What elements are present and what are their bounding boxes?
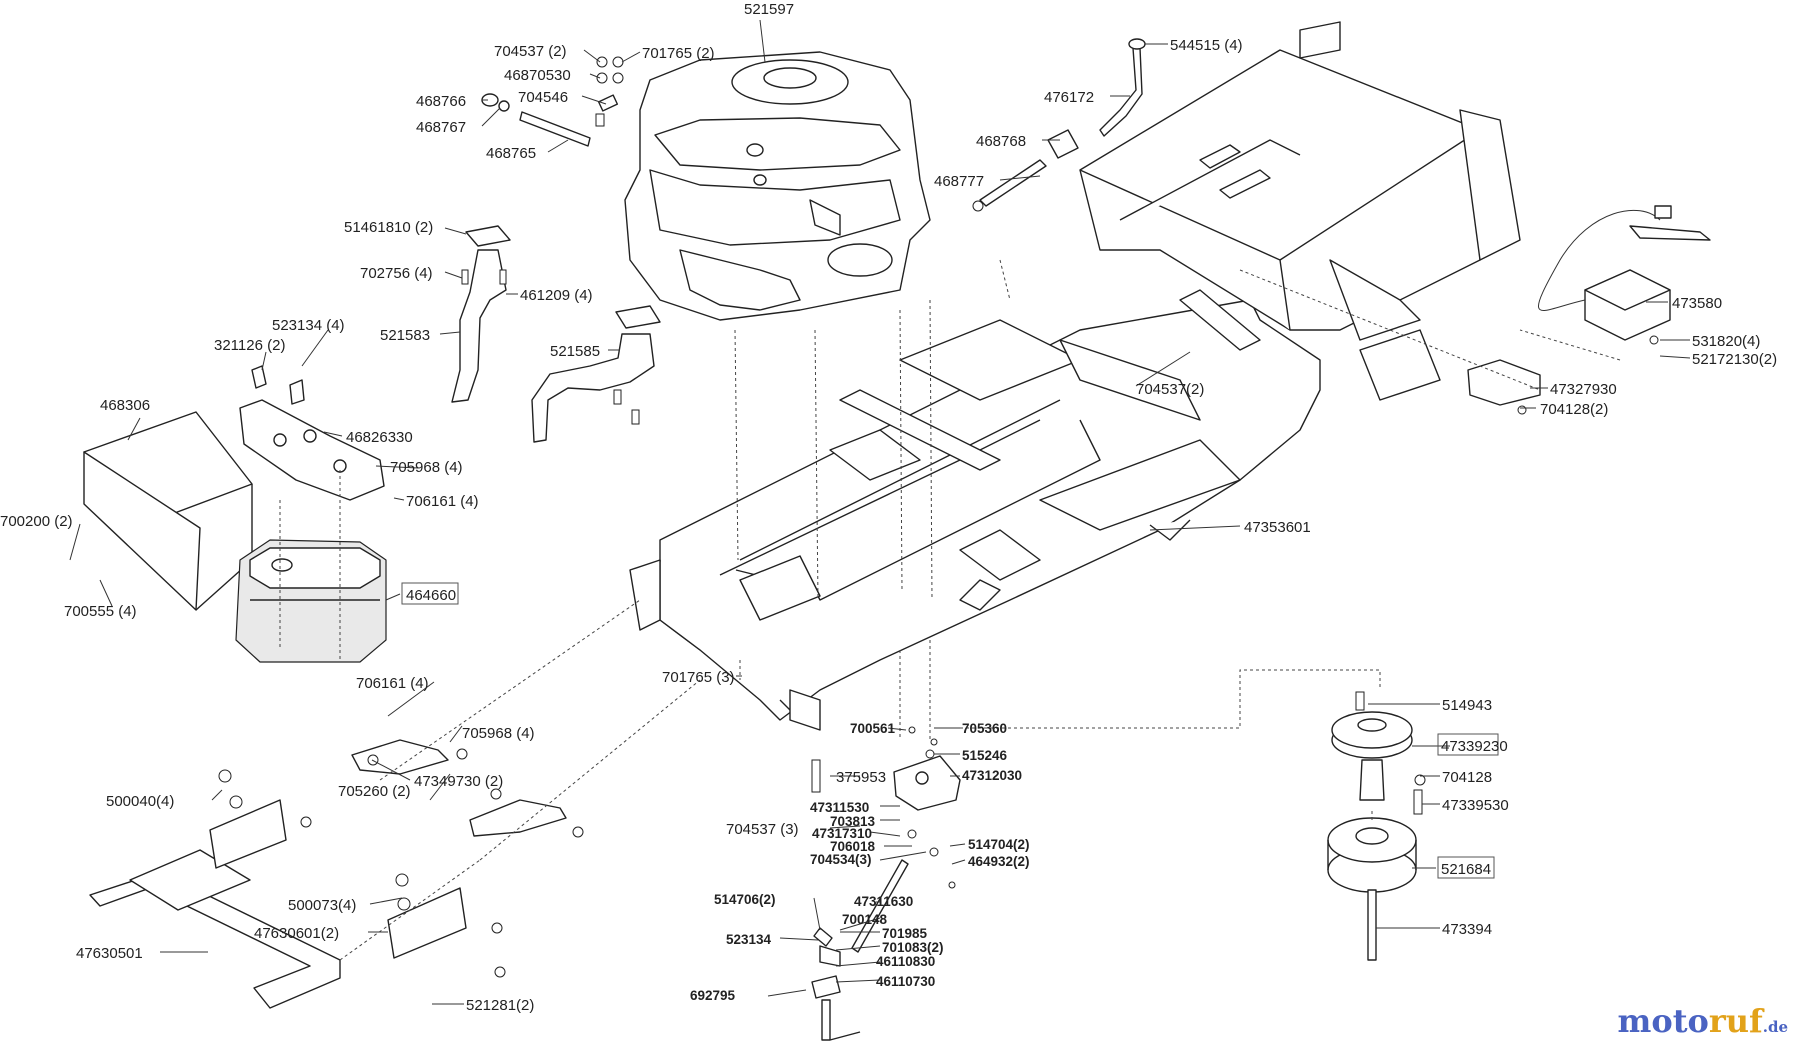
label-464932: 464932(2) [968, 854, 1030, 869]
label-705968-4a: 705968 (4) [390, 459, 463, 476]
label-boxes [401, 582, 1499, 879]
label-500040: 500040(4) [106, 793, 174, 810]
label-47311630: 47311630 [854, 894, 913, 909]
label-692795: 692795 [690, 988, 736, 1003]
engine [624, 51, 931, 321]
label-521585: 521585 [550, 343, 600, 360]
label-705968-4b: 705968 (4) [462, 725, 535, 742]
label-704537-3: 704537 (3) [726, 821, 799, 838]
label-47349730: 47349730 (2) [414, 773, 503, 790]
label-704537-2a: 704537 (2) [494, 43, 567, 60]
fuel-pipe [972, 38, 1146, 212]
label-701083: 701083(2) [882, 940, 944, 955]
label-704537-2b: 704537(2) [1136, 381, 1204, 398]
label-468777: 468777 [934, 173, 984, 190]
label-46110730: 46110730 [876, 974, 935, 989]
label-461209: 461209 (4) [520, 287, 593, 304]
support-arm-lower [469, 788, 584, 838]
label-701765-2: 701765 (2) [642, 45, 715, 62]
label-46826330: 46826330 [346, 429, 413, 446]
label-704128-2: 704128(2) [1540, 401, 1608, 418]
watermark-part-ruf: ruf [1708, 1002, 1763, 1040]
label-47317310: 47317310 [812, 826, 872, 841]
label-468306: 468306 [100, 397, 150, 414]
label-706161-4b: 706161 (4) [356, 675, 429, 692]
front-bracket-right [387, 873, 506, 978]
clutch [1327, 774, 1426, 961]
label-47630601: 47630601(2) [254, 925, 339, 942]
front-bracket-left [209, 769, 312, 869]
label-473394: 473394 [1442, 921, 1492, 938]
rear-bracket [1467, 335, 1659, 415]
label-706018: 706018 [830, 839, 876, 854]
label-700555: 700555 (4) [64, 603, 137, 620]
label-500073: 500073(4) [288, 897, 356, 914]
label-464660: 464660 [406, 587, 456, 604]
chassis-frame [629, 299, 1321, 731]
label-47327930: 47327930 [1550, 381, 1617, 398]
dipstick-tube [481, 56, 624, 147]
label-46870530: 46870530 [504, 67, 571, 84]
label-46110830: 46110830 [876, 954, 935, 969]
label-703813: 703813 [830, 814, 876, 829]
label-521281: 521281(2) [466, 997, 534, 1014]
label-47311530: 47311530 [810, 800, 869, 815]
support-arm-upper [351, 739, 468, 775]
label-468765: 468765 [486, 145, 536, 162]
label-705360: 705360 [962, 721, 1007, 736]
label-701985: 701985 [882, 926, 928, 941]
label-51461810: 51461810 (2) [344, 219, 433, 236]
label-52172130: 52172130(2) [1692, 351, 1777, 368]
label-704128: 704128 [1442, 769, 1492, 786]
label-47339230: 47339230 [1441, 738, 1508, 755]
label-705260: 705260 (2) [338, 783, 411, 800]
label-700200: 700200 (2) [0, 513, 73, 530]
watermark-logo: motoruf.de [1618, 1002, 1788, 1040]
label-544515: 544515 (4) [1170, 37, 1243, 54]
label-701765-3: 701765 (3) [662, 669, 735, 686]
part-labels: 521597 704537 (2) 701765 (2) 46870530 70… [0, 1, 1777, 1014]
label-515246: 515246 [962, 748, 1008, 763]
label-702756: 702756 (4) [360, 265, 433, 282]
label-704546: 704546 [518, 89, 568, 106]
battery-box [1537, 205, 1711, 341]
label-47630501: 47630501 [76, 945, 143, 962]
label-321126: 321126 (2) [214, 337, 285, 354]
label-523134: 523134 [726, 932, 772, 947]
label-476172: 476172 [1044, 89, 1094, 106]
label-473580: 473580 [1672, 295, 1722, 312]
label-521583: 521583 [380, 327, 430, 344]
muffler-bracket [239, 365, 385, 501]
label-700148: 700148 [842, 912, 888, 927]
watermark-part-moto: moto [1617, 1002, 1709, 1040]
label-375953: 375953 [836, 769, 886, 786]
label-468766: 468766 [416, 93, 466, 110]
label-521597: 521597 [744, 1, 794, 18]
label-468768: 468768 [976, 133, 1026, 150]
exhaust-pipe-left [451, 225, 511, 403]
label-531820: 531820(4) [1692, 333, 1760, 350]
rear-frame [1079, 21, 1521, 401]
label-514704: 514704(2) [968, 837, 1030, 852]
label-47353601: 47353601 [1244, 519, 1311, 536]
label-468767: 468767 [416, 119, 466, 136]
label-521684: 521684 [1441, 861, 1491, 878]
assembly-lines [279, 259, 1621, 961]
exhaust-pipe-right [531, 305, 661, 443]
pulley-upper [1331, 691, 1413, 801]
label-514706: 514706(2) [714, 892, 776, 907]
label-700561: 700561 [850, 721, 896, 736]
label-47312030: 47312030 [962, 768, 1022, 783]
label-514943: 514943 [1442, 697, 1492, 714]
watermark-part-tld: .de [1762, 1018, 1788, 1036]
label-47339530: 47339530 [1442, 797, 1509, 814]
label-706161-4a: 706161 (4) [406, 493, 479, 510]
heat-shield [83, 411, 253, 611]
muffler [235, 539, 387, 663]
label-523134-4: 523134 (4) [272, 317, 345, 334]
leader-lines [69, 19, 1691, 1005]
label-704534: 704534(3) [810, 852, 872, 867]
